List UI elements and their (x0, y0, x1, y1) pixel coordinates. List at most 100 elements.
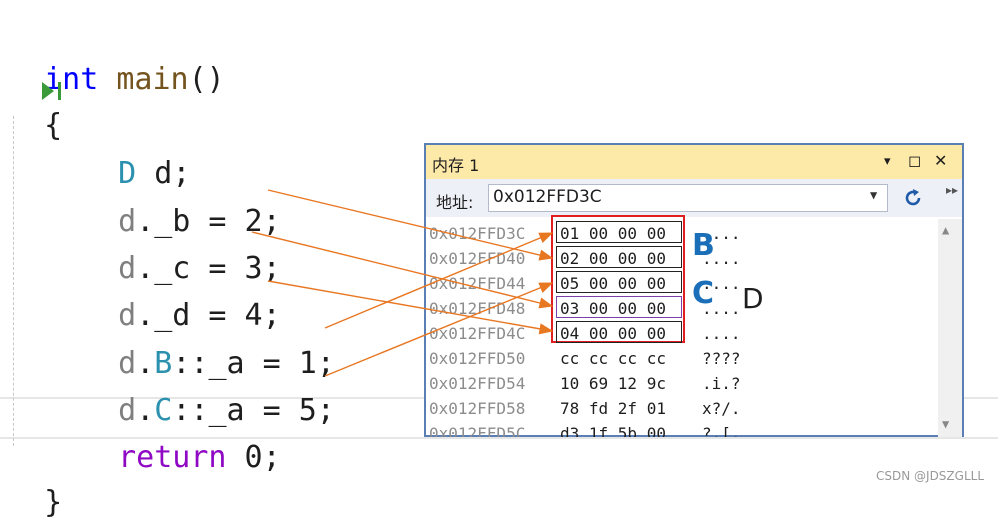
function-name: main (116, 62, 189, 97)
row-bytes[interactable]: 78 fd 2f 01 (560, 399, 666, 418)
code-line-d[interactable]: d._d = 4; (82, 256, 281, 336)
assign: = 2; (190, 204, 281, 239)
code-line-ca[interactable]: d.C::_a = 5; (82, 351, 335, 431)
memory-row: 0x012FFD50 cc cc cc cc ???? (426, 346, 936, 371)
row-address: 0x012FFD5C (429, 424, 526, 437)
memory-row: 0x012FFD54 10 69 12 9c .i.? (426, 371, 936, 396)
object-d: d (118, 298, 137, 333)
row-ascii: .i.? (702, 374, 741, 393)
refresh-icon[interactable] (902, 187, 924, 209)
annotation-c: C (692, 276, 715, 311)
code-line-main[interactable]: int main() (8, 20, 225, 100)
code-line-b[interactable]: d._b = 2; (82, 162, 281, 242)
dot: . (136, 393, 155, 428)
row-ascii: .... (702, 324, 741, 343)
scope-op: :: (172, 393, 209, 428)
return-value: 0; (226, 440, 281, 475)
row-ascii: ?.[. (702, 424, 741, 437)
scroll-down-icon[interactable]: ▼ (942, 417, 950, 431)
close-icon[interactable]: ✕ (934, 151, 948, 170)
open-brace: { (44, 108, 63, 143)
member-a: _a (208, 346, 245, 381)
code-line-open-brace[interactable]: { (8, 66, 62, 146)
row-address: 0x012FFD54 (429, 374, 526, 393)
dot: . (136, 204, 155, 239)
byte-box-c (556, 296, 682, 318)
scope-op: :: (172, 346, 209, 381)
byte-box-ba (556, 221, 682, 243)
type-B: B (154, 346, 173, 381)
row-ascii: .... (702, 249, 741, 268)
row-address: 0x012FFD4C (429, 324, 526, 343)
row-bytes[interactable]: 03 00 00 00 (560, 299, 666, 318)
pin-dropdown-icon[interactable]: ▾ (884, 154, 891, 169)
object-d: d (118, 393, 137, 428)
member-d: _d (154, 298, 191, 333)
keyword-return: return (118, 440, 227, 475)
row-bytes[interactable]: 04 00 00 00 (560, 324, 666, 343)
identifier-d: d (154, 156, 173, 191)
byte-box-d (556, 321, 682, 343)
arrow-d (267, 280, 554, 335)
code-line-decl[interactable]: D d; (82, 114, 190, 194)
row-address: 0x012FFD58 (429, 399, 526, 418)
row-bytes[interactable]: 02 00 00 00 (560, 249, 666, 268)
arrow-c (251, 231, 554, 309)
code-line-ba[interactable]: d.B::_a = 1; (82, 304, 335, 384)
row-bytes[interactable]: 05 00 00 00 (560, 274, 666, 293)
maximize-icon[interactable]: ◻ (908, 151, 922, 170)
dot: . (136, 251, 155, 286)
run-to-click-icon[interactable] (40, 78, 66, 104)
scroll-up-icon[interactable]: ▲ (942, 223, 950, 237)
memory-window-titlebar[interactable]: 内存 1 ▾ ◻ ✕ (426, 145, 962, 179)
member-b: _b (154, 204, 191, 239)
address-input[interactable]: 0x012FFD3C (488, 184, 888, 212)
byte-box-b (556, 246, 682, 268)
parens: () (188, 62, 225, 97)
semicolon: ; (172, 156, 191, 191)
memory-row: 0x012FFD44 05 00 00 00 .... (426, 271, 936, 296)
memory-scrollbar[interactable]: ▲ ▼ (938, 219, 962, 437)
annotation-arrows (251, 189, 554, 377)
row-address: 0x012FFD3C (429, 224, 526, 243)
row-ascii: .... (702, 274, 741, 293)
dot: . (136, 346, 155, 381)
memory-row: 0x012FFD4C 04 00 00 00 .... (426, 321, 936, 346)
row-bytes[interactable]: 10 69 12 9c (560, 374, 666, 393)
code-line-c[interactable]: d._c = 3; (82, 209, 281, 289)
code-line-return[interactable]: return 0; (82, 398, 281, 478)
object-d: d (118, 204, 137, 239)
type-C: C (154, 393, 173, 428)
row-address: 0x012FFD44 (429, 274, 526, 293)
row-ascii: .... (702, 224, 741, 243)
assign: = 5; (244, 393, 335, 428)
row-ascii: ???? (702, 349, 741, 368)
row-bytes[interactable]: cc cc cc cc (560, 349, 666, 368)
row-ascii: x?/. (702, 399, 741, 418)
assign: = 4; (190, 298, 281, 333)
byte-box-ca (556, 271, 682, 293)
memory-window-title: 内存 1 (432, 156, 480, 175)
watermark: CSDN @JDSZGLLL (876, 469, 984, 483)
row-bytes[interactable]: 01 00 00 00 (560, 224, 666, 243)
type-D: D (118, 156, 137, 191)
row-bytes[interactable]: d3 1f 5b 00 (560, 424, 666, 437)
arrow-b (267, 189, 554, 261)
member-c: _c (154, 251, 191, 286)
object-d: d (118, 346, 137, 381)
annotation-b: B (692, 228, 715, 263)
object-d: d (118, 251, 137, 286)
memory-row: 0x012FFD3C 01 00 00 00 .... (426, 221, 936, 246)
annotation-d: D (742, 282, 764, 315)
memory-toolbar: 地址: 0x012FFD3C ▼ ▸▸ (426, 179, 962, 217)
indent-guide (13, 116, 14, 446)
address-dropdown-icon[interactable]: ▼ (870, 188, 878, 202)
memory-row: 0x012FFD58 78 fd 2f 01 x?/. (426, 396, 936, 421)
address-label: 地址: (436, 193, 474, 212)
dot: . (136, 298, 155, 333)
arrow-ba (324, 232, 554, 329)
row-ascii: .... (702, 299, 741, 318)
memory-row: 0x012FFD5C d3 1f 5b 00 ?.[. (426, 421, 936, 437)
arrow-ca (324, 282, 554, 377)
toolbar-overflow-icon[interactable]: ▸▸ (946, 183, 959, 197)
